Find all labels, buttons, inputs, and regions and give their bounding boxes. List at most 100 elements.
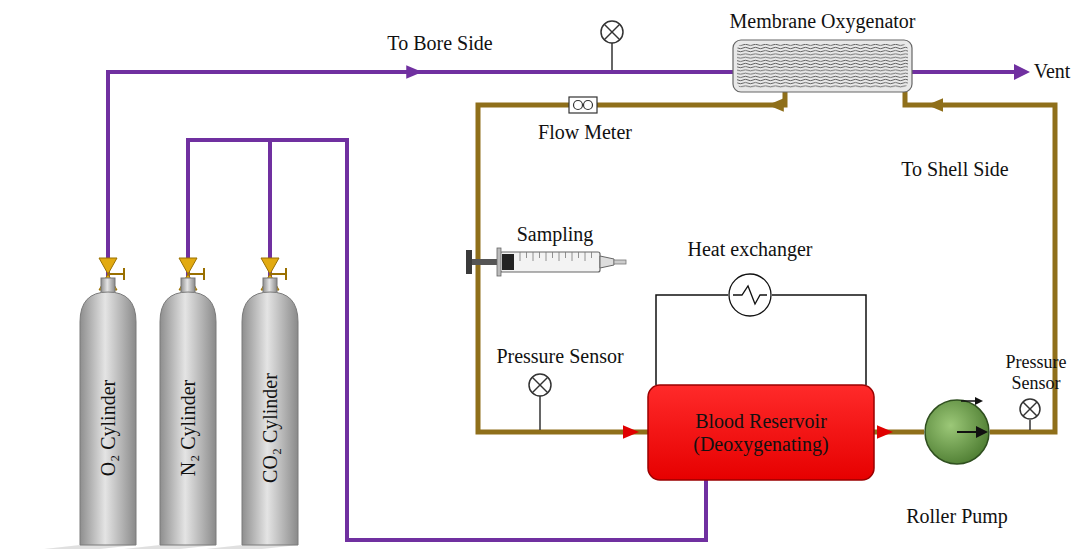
node-outline [924,399,990,465]
reservoir-outline [648,385,874,480]
edge-label-holder: To Bore Side [387,32,492,55]
drawing-part [601,21,623,43]
drawing-part [532,377,548,393]
drawing-part [584,101,593,110]
drawing-part [123,268,125,280]
flow-line [270,140,706,540]
syringe-nozzle [600,256,614,268]
drawing-part [569,97,597,113]
gas-cylinder: O₂ Cylinder [80,278,136,545]
connector-group [108,65,733,278]
oxygenator-housing [733,40,912,92]
drawing-part [572,252,573,261]
drawing-part [529,374,551,396]
drawing-part [1020,399,1040,419]
instrument-label: Flow Meter [538,121,632,144]
drawing-part [188,273,204,275]
drawing-part [270,273,286,275]
drawing-part [1023,402,1037,416]
pump-symbol: Roller Pump [924,399,990,465]
drawing-part [591,252,592,258]
pump-arrow [957,431,978,433]
node-text-holder: Blood Reservoir (Deoxygenating) [648,385,874,480]
drawing-part [532,377,548,393]
edge-label: To Shell Side [901,158,1009,181]
drawing-part [578,252,579,258]
cylinder-shadow [44,545,136,549]
node-label: Membrane Oxygenator [729,10,915,33]
node-label: Blood Reservoir (Deoxygenating) [676,410,846,456]
rotation-arrowhead [975,397,983,405]
gauge-symbol [601,21,623,70]
arrowhead [877,425,893,439]
drawing-part [585,252,586,261]
arrowhead [623,425,639,439]
edge-label: To Bore Side [387,32,492,55]
sensor-label: Pressure Sensor [998,352,1074,393]
gauge-symbol [1020,399,1040,430]
syringe-barrel [500,252,600,272]
drawing-part [526,252,527,258]
pump-rotor [925,400,989,464]
vent-line [912,70,1018,74]
drawing-part [604,24,620,40]
drawing-part [574,101,583,110]
connector-group [772,295,866,385]
drawing-part [546,252,547,261]
drawing-part [203,268,205,280]
node-text-holder: N₂ Cylinder [177,379,200,475]
drawing-part [1023,402,1037,416]
plunger-handle [466,250,472,274]
sampling-label: Sampling [517,223,594,246]
flow-line [656,295,728,385]
arrowhead [768,98,784,112]
syringe-illustration [466,248,626,276]
heat-exchanger-symbol: Heat exchanger [728,273,772,317]
gas-cylinder: CO₂ Cylinder [242,278,298,545]
cylinder-shadow [124,545,216,549]
node-text-holder: Heat exchanger [688,238,813,261]
node-outline [728,273,772,317]
node-label: Roller Pump [906,505,1008,528]
flow-line [478,92,785,432]
label-holder: Sampling [517,223,594,246]
gauge-symbol [529,374,551,430]
heat-exchanger-circle [729,274,771,316]
drawing-part [559,252,560,261]
label-holder: Vent [1034,60,1071,83]
node-label: Heat exchanger [688,238,813,261]
drawing-part [611,43,613,70]
cylinder-shadow [206,545,298,549]
node-label: O₂ Cylinder [97,379,120,475]
node-label: N₂ Cylinder [177,379,200,475]
drawing-part [539,252,540,258]
connector-group [874,425,924,439]
sensor-label: Pressure Sensor [496,345,623,368]
barrel-flange [497,248,501,276]
heat-exchanger-zigzag [733,286,767,304]
arrowhead [927,98,943,112]
drawing-part [108,273,124,275]
cylinder-body [242,292,298,545]
pump-arrowhead [976,426,988,438]
pressure-gauges [529,21,1040,430]
cylinder-body [80,292,136,545]
flow-line [772,295,866,385]
drawing-part [1029,420,1031,430]
oxygenator-module: Membrane Oxygenator [733,40,912,92]
arrowhead [406,65,422,79]
plunger-tip [502,254,514,270]
vent-outlet [912,64,1030,80]
node-text-holder: Membrane Oxygenator [729,10,915,33]
syringe-tip [614,260,626,264]
cylinder-shadows [44,545,298,549]
node-text-holder: O₂ Cylinder [97,379,120,475]
edge-label-holder: To Shell Side [901,158,1009,181]
label-holder: Pressure Sensor [998,352,1074,393]
label-holder: Flow Meter [538,121,632,144]
rotation-arrow [961,400,977,402]
outlet-label: Vent [1034,60,1071,83]
cylinder-body [160,292,216,545]
